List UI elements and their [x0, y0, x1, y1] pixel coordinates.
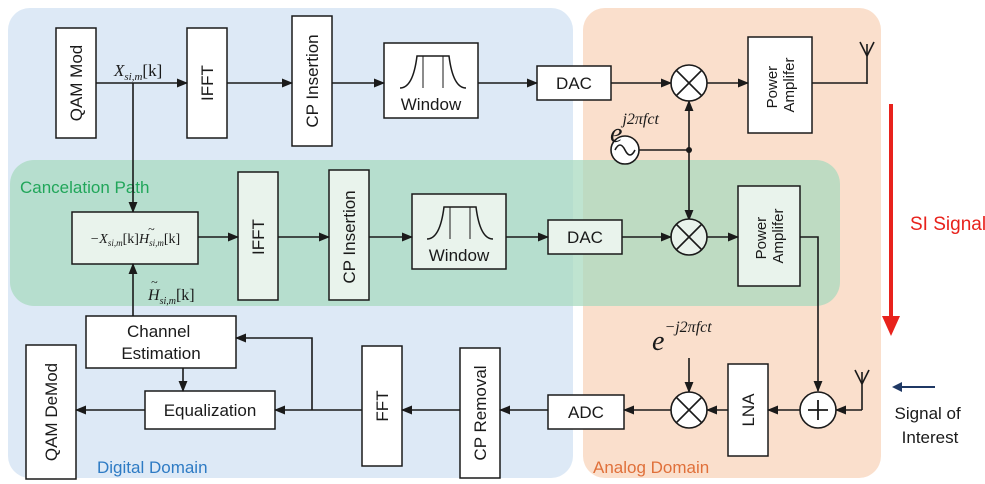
soi-label-line2: Interest [902, 428, 959, 447]
fft-label: FFT [373, 390, 392, 421]
cancel-coefficient-block [71, 211, 199, 265]
x-signal-label: Xsi,m[k] [113, 61, 162, 83]
qam-mod-block [55, 27, 97, 139]
mixer-cancel [670, 218, 708, 256]
channel-estimation-line2: Estimation [121, 344, 200, 363]
soi-label-line1: Signal of [895, 404, 961, 423]
cancelation-path-label: Cancelation Path [20, 178, 149, 197]
qam-demod-label: QAM DeMod [42, 363, 61, 461]
h-est-idx: [k] [176, 287, 195, 304]
x-sub: si,m [124, 71, 142, 83]
cp-removal-label: CP Removal [471, 365, 490, 460]
dac-top-label: DAC [556, 74, 592, 93]
x-base: X [113, 61, 125, 80]
analog-domain-label: Analog Domain [593, 458, 709, 477]
h-est-base: H [147, 287, 161, 304]
carrier-down-exp: −j2πfct [664, 319, 712, 336]
channel-estimation-block [85, 315, 237, 369]
adc-block [547, 394, 625, 430]
h-idx: [k] [164, 232, 180, 247]
si-signal-arrowhead [882, 316, 900, 336]
antenna-tx-icon [859, 41, 875, 84]
adder [799, 391, 837, 429]
mixer-top [670, 64, 708, 102]
window-top-filter-icon [399, 55, 467, 89]
equalization-label: Equalization [164, 401, 257, 420]
pa-top-label-line1: Power [764, 66, 781, 109]
window-top-label: Window [401, 95, 462, 114]
carrier-down-label: e−j2πfct [652, 319, 712, 357]
ifft-top-label: IFFT [198, 65, 217, 101]
cp-insertion-cancel-block [328, 169, 370, 301]
wire [234, 333, 313, 410]
h-estimate-label: Hsi,m[k] [147, 287, 195, 307]
lna-block [727, 363, 769, 457]
pa-cancel-label-line1: Power [753, 217, 770, 260]
pa-cancel-block [737, 185, 801, 287]
pa-top-label: Power Amplifer [764, 57, 798, 112]
wire [800, 236, 823, 393]
h-est-sub: si,m [160, 296, 176, 307]
carrier-down-base: e [652, 326, 664, 357]
carrier-up-exp: j2πfct [620, 111, 659, 128]
equalization-block [144, 390, 276, 430]
h-sub: si,m [149, 238, 164, 248]
channel-estimation-label: Channel Estimation [121, 322, 200, 363]
ifft-cancel-label: IFFT [249, 219, 268, 255]
cp-removal-block [459, 347, 501, 479]
channel-estimation-line1: Channel [127, 322, 190, 341]
pa-cancel-label-line2: Amplifer [770, 208, 787, 263]
soi-arrowhead [892, 382, 902, 392]
dac-cancel-label: DAC [567, 228, 603, 247]
neg-x-idx: [k] [123, 232, 139, 247]
adc-label: ADC [568, 403, 604, 422]
antenna-rx-icon [854, 369, 870, 410]
qam-demod-block [25, 344, 77, 480]
tilde-mark: ~ [148, 222, 155, 236]
h-base: H [138, 232, 150, 247]
cp-insertion-top-block [291, 15, 333, 147]
cp-insertion-cancel-label: CP Insertion [340, 190, 359, 283]
carrier-up-label: ej2πfct [610, 111, 659, 149]
fft-block [361, 345, 403, 467]
carrier-up-base: e [610, 118, 622, 149]
pa-top-label-line2: Amplifer [781, 57, 798, 112]
si-signal-label: SI Signal [910, 214, 985, 235]
neg-x-sub: si,m [108, 238, 123, 248]
soi-label: Signal of Interest [895, 404, 966, 447]
tilde-mark: ~ [151, 275, 158, 289]
mixer-rx [670, 391, 708, 429]
window-cancel-label: Window [429, 246, 490, 265]
pa-cancel-label: Power Amplifer [753, 208, 787, 263]
cancel-coefficient-label: −Xsi,m[k]Hsi,m[k] [90, 232, 180, 248]
neg-x-base: −X [90, 232, 108, 247]
qam-mod-label: QAM Mod [67, 45, 86, 122]
x-idx: [k] [142, 61, 162, 80]
window-top-block [383, 42, 479, 119]
lna-label: LNA [739, 393, 758, 427]
cp-insertion-top-label: CP Insertion [303, 34, 322, 127]
digital-domain-label: Digital Domain [97, 458, 208, 477]
window-cancel-filter-icon [426, 206, 494, 240]
junction-dot [686, 147, 692, 153]
